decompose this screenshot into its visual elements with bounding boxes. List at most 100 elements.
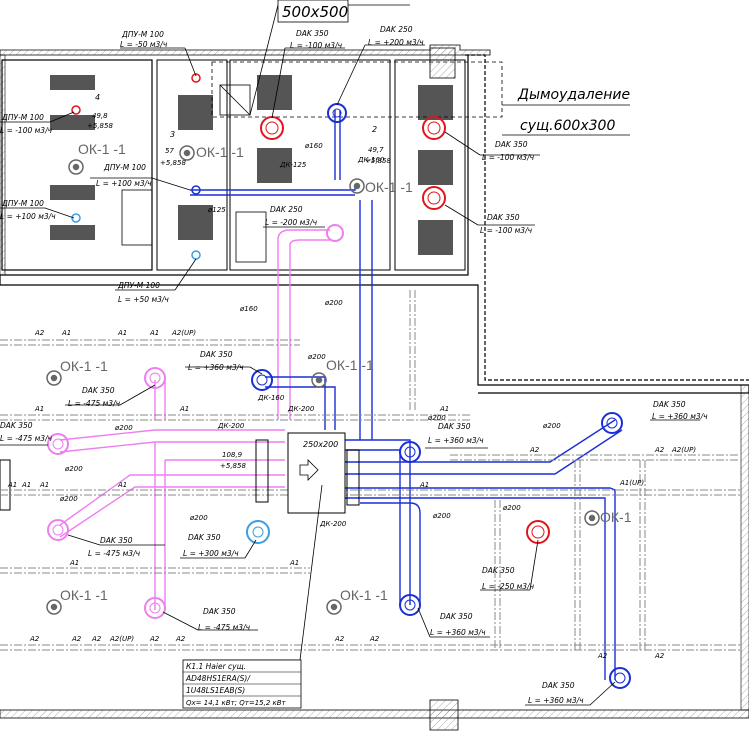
dpu3-flow: L = +100 м3/ч — [96, 179, 152, 188]
smoke-size: сущ.600x300 — [520, 118, 615, 134]
dak350-a: DAK 350 — [296, 29, 329, 38]
dak350-k-flow: L = +360 м3/ч — [652, 412, 708, 421]
d200b: ø200 — [307, 353, 326, 361]
dak250-a-flow: L = +200 м3/ч — [368, 38, 424, 47]
dpu3-label: ДПУ-М 100 — [103, 163, 146, 172]
dak350-d: DAK 350 — [200, 350, 233, 359]
diffuser-blue-6 — [609, 667, 631, 689]
level-4: +5,858 — [220, 462, 246, 470]
dak350-j: DAK 350 — [438, 422, 471, 431]
columns — [50, 75, 453, 255]
text-layer: 500x500 Дымоудаление сущ.600x300 ОК-1 -1… — [0, 3, 708, 707]
duct-250x200: 250x200 — [303, 440, 338, 449]
dpu4-label: ДПУ-М 100 — [1, 199, 44, 208]
dk160a-label: ДК-160 — [357, 156, 385, 164]
dpu2-flow: L = -100 м3/ч — [0, 126, 53, 135]
diffuser-blue-4 — [601, 412, 623, 434]
pink-duct — [59, 229, 330, 610]
smoke-title: Дымоудаление — [517, 87, 630, 103]
a2-10: A2 — [369, 635, 380, 643]
num-49-7: 49,7 — [368, 146, 384, 154]
blue-duct — [190, 110, 623, 680]
level-1: +5,858 — [87, 122, 113, 130]
num-57: 57 — [165, 147, 174, 155]
a2-9: A2 — [334, 635, 345, 643]
a1-1: A1 — [61, 329, 71, 337]
dak350-i: DAK 350 — [188, 533, 221, 542]
dak350-i-flow: L = +300 м3/ч — [183, 549, 239, 558]
ok-label-4: ОК-1 -1 — [60, 358, 108, 374]
dak350-k: DAK 350 — [653, 400, 686, 409]
diffuser-blue-1 — [327, 103, 347, 123]
dk200b-label: ДК-200 — [217, 422, 245, 430]
diffuser-red-1 — [260, 116, 284, 140]
d200e: ø200 — [59, 495, 78, 503]
d200g: ø200 — [427, 414, 446, 422]
dak350-n-flow: L = +360 м3/ч — [528, 696, 584, 705]
dak350-f: DAK 350 — [0, 421, 33, 430]
a1-9: A1 — [39, 481, 49, 489]
dak350-j-flow: L = +360 м3/ч — [428, 436, 484, 445]
d160b: ø160 — [239, 305, 258, 313]
leaders — [0, 44, 700, 706]
ac-pipes — [0, 290, 740, 651]
a2-5: A2 — [71, 635, 82, 643]
dak350-c: DAK 350 — [487, 213, 520, 222]
a1-10: A1 — [117, 481, 127, 489]
dk160b-label: ДК-160 — [257, 394, 285, 402]
ok-label-8: ОК-1 — [600, 509, 632, 525]
title-box-frame — [277, 0, 349, 23]
ok-label-2: ОК-1 -1 — [196, 144, 244, 160]
num-2: 2 — [372, 125, 377, 134]
dak350-g: DAK 350 — [100, 536, 133, 545]
d200d: ø200 — [64, 465, 83, 473]
a2-11: A2 — [597, 652, 608, 660]
diffuser-blue-5 — [399, 594, 421, 616]
walls — [0, 44, 749, 731]
d160a: ø160 — [304, 142, 323, 150]
a1-6: A1 — [439, 405, 449, 413]
a1-11: A1 — [419, 481, 429, 489]
a2-8: A2 — [175, 635, 186, 643]
level-2: +5,858 — [160, 159, 186, 167]
a2up-1: A2(UP) — [171, 329, 196, 337]
a2-1: A2 — [34, 329, 45, 337]
ok-label-6: ОК-1 -1 — [60, 587, 108, 603]
a1-3: A1 — [149, 329, 159, 337]
a2up-2: A2(UP) — [671, 446, 696, 454]
unit-line4: Qх= 14,1 кВт; Qт=15,2 кВт — [186, 699, 287, 707]
dak350-e: DAK 350 — [82, 386, 115, 395]
dak350-m-flow: L = +360 м3/ч — [430, 628, 486, 637]
dk200a-label: ДК-200 — [287, 405, 315, 413]
a1-12: A1 — [69, 559, 79, 567]
unit-line3: 1U48LS1EAB(S) — [186, 686, 245, 695]
num-108-9: 108,9 — [222, 451, 243, 459]
dk125-label: ДК-125 — [279, 161, 307, 169]
a2-2: A2 — [529, 446, 540, 454]
dak350-b-flow: L = -100 м3/ч — [482, 153, 535, 162]
num-4: 4 — [95, 93, 100, 102]
dak350-l-flow: L = -250 м3/ч — [482, 582, 535, 591]
dak350-n: DAK 350 — [542, 681, 575, 690]
dak350-l: DAK 350 — [482, 566, 515, 575]
a1-13: A1 — [289, 559, 299, 567]
a1-2: A1 — [117, 329, 127, 337]
d200h: ø200 — [542, 422, 561, 430]
dpu5-label: ДПУ-М 100 — [117, 281, 160, 290]
dak350-g-flow: L = -475 м3/ч — [88, 549, 141, 558]
ok-label-3: ОК-1 -1 — [365, 179, 413, 195]
d200c: ø200 — [114, 424, 133, 432]
unit-line2: AD48HS1ERA(S)/ — [185, 674, 251, 683]
diffuser-pink-5 — [326, 224, 344, 242]
d200i: ø200 — [432, 512, 451, 520]
dak250-b-flow: L = -200 м3/ч — [265, 218, 318, 227]
dpu1-flow: L = -50 м3/ч — [120, 40, 168, 49]
diffuser-red-3 — [422, 186, 446, 210]
a1-5: A1 — [179, 405, 189, 413]
dk200c-label: ДК-200 — [319, 520, 347, 528]
diffuser-blue-2 — [251, 369, 273, 391]
d200a: ø200 — [324, 299, 343, 307]
a1-4: A1 — [34, 405, 44, 413]
d125: ø125 — [207, 206, 226, 214]
dpu2-label: ДПУ-М 100 — [1, 113, 44, 122]
